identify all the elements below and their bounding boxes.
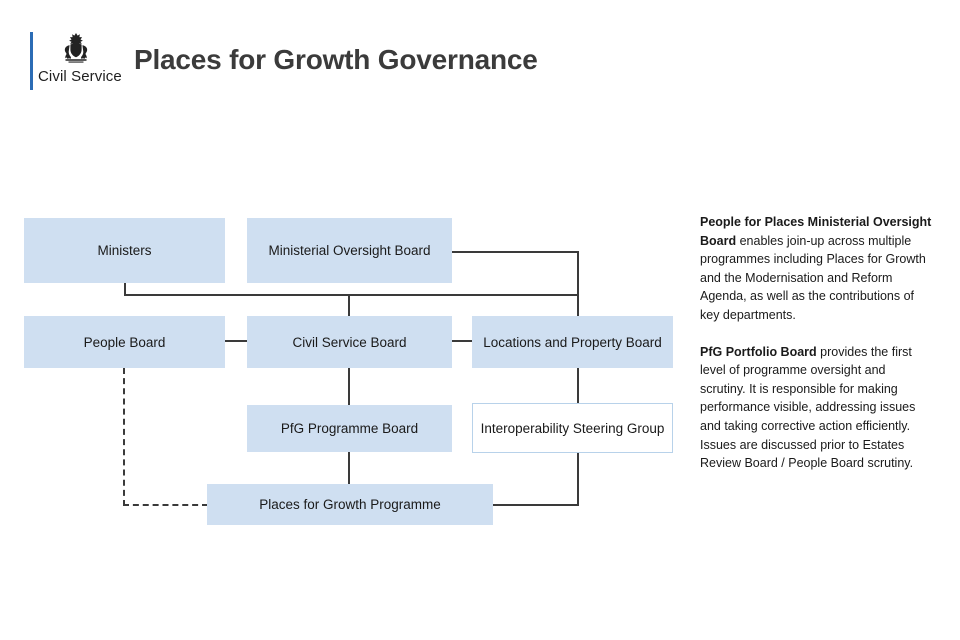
royal-crest-icon — [56, 32, 96, 66]
node-locations-and-property-board[interactable]: Locations and Property Board — [472, 316, 673, 368]
connector-mob-lead — [452, 251, 579, 253]
node-ministerial-oversight-board[interactable]: Ministerial Oversight Board — [247, 218, 452, 283]
page-header: Civil Service Places for Growth Governan… — [0, 0, 960, 120]
logo-wordmark: Civil Service — [38, 68, 122, 85]
note-lead: People for Places Ministerial Oversight … — [700, 215, 932, 248]
node-ministers[interactable]: Ministers — [24, 218, 225, 283]
node-pfg-programme-board[interactable]: PfG Programme Board — [247, 405, 452, 452]
notes-panel: People for Places Ministerial Oversight … — [700, 213, 934, 491]
connector-civil-service-board-to-pfg-board — [348, 368, 350, 405]
governance-diagram: Ministers Ministerial Oversight Board Pe… — [24, 218, 673, 525]
note-ministerial-oversight-board: People for Places Ministerial Oversight … — [700, 213, 934, 325]
node-civil-service-board[interactable]: Civil Service Board — [247, 316, 452, 368]
civil-service-logo: Civil Service — [30, 32, 126, 90]
connector-spine-to-pfg-programme — [493, 504, 579, 506]
node-places-for-growth-programme[interactable]: Places for Growth Programme — [207, 484, 493, 525]
connector-top-bus — [124, 294, 579, 296]
connector-people-board-dashed-horizontal — [123, 504, 208, 506]
node-people-board[interactable]: People Board — [24, 316, 225, 368]
connector-people-board-to-civil-service-board — [225, 340, 247, 342]
connector-bus-to-civil-service-board — [348, 294, 350, 317]
connector-right-spine — [577, 251, 579, 506]
note-body: enables join-up across multiple programm… — [700, 233, 926, 322]
logo-accent-bar — [30, 32, 33, 90]
connector-pfg-board-to-pfg-programme — [348, 452, 350, 484]
page-title: Places for Growth Governance — [134, 44, 538, 75]
connector-people-board-dashed-vertical — [123, 368, 125, 506]
connector-ministers-to-bus — [124, 283, 126, 296]
node-interoperability-steering-group[interactable]: Interoperability Steering Group — [472, 403, 673, 453]
note-body: provides the first level of programme ov… — [700, 344, 916, 471]
note-lead: PfG Portfolio Board — [700, 344, 817, 359]
note-pfg-portfolio-board: PfG Portfolio Board provides the first l… — [700, 343, 934, 473]
connector-civil-service-board-to-locations — [452, 340, 473, 342]
